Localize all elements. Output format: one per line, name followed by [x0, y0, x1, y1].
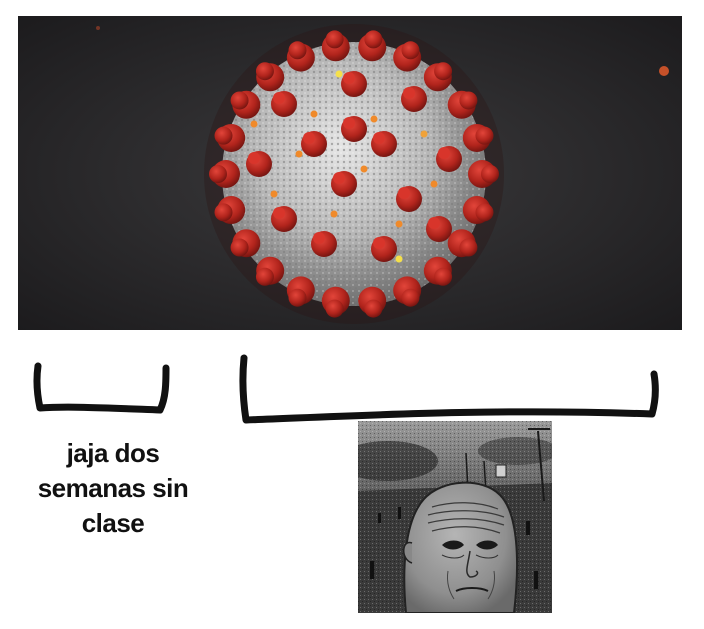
spike-protein	[341, 116, 367, 142]
virus-dot	[335, 70, 343, 78]
spike-protein	[426, 216, 452, 242]
spike-protein	[447, 90, 478, 119]
spike-protein	[331, 171, 357, 197]
spike-protein	[286, 41, 315, 72]
virus-dot	[395, 255, 403, 263]
virus-dot	[250, 120, 258, 128]
spike-protein	[209, 160, 240, 188]
spike-protein	[321, 286, 350, 318]
spike-protein	[401, 86, 427, 112]
spike-protein	[468, 160, 499, 188]
virus-dot	[420, 130, 428, 138]
spike-protein	[423, 256, 453, 286]
spike-protein	[311, 231, 337, 257]
spike-protein	[214, 123, 246, 152]
virus-spikes	[209, 30, 499, 318]
spike-protein	[341, 71, 367, 97]
spike-protein	[423, 62, 453, 92]
virus-dot	[395, 220, 403, 228]
old-wojak-image	[358, 421, 552, 613]
spike-protein	[286, 276, 315, 307]
spike-protein	[396, 186, 422, 212]
spike-protein	[230, 229, 261, 258]
virus-dot	[370, 115, 378, 123]
spike-protein	[447, 229, 478, 258]
virus-dot	[330, 210, 338, 218]
spike-protein	[358, 30, 387, 62]
right-bracket	[239, 354, 659, 424]
spike-protein	[271, 206, 297, 232]
spike-protein	[393, 276, 422, 307]
spike-protein	[230, 90, 261, 119]
virus-orange-dots	[250, 70, 438, 263]
spike-protein	[393, 41, 422, 72]
virus-dot	[295, 150, 303, 158]
caption-text: jaja dos semanas sin clase	[37, 438, 189, 538]
spike-protein	[321, 30, 350, 62]
left-bracket	[33, 362, 170, 414]
virus-dot	[430, 180, 438, 188]
spike-protein	[462, 123, 494, 152]
virus-dot	[270, 190, 278, 198]
spike-protein	[246, 151, 272, 177]
spike-protein	[371, 131, 397, 157]
coronavirus-illustration	[96, 24, 669, 324]
spike-protein	[271, 91, 297, 117]
spike-protein	[436, 146, 462, 172]
virus-dot	[360, 165, 368, 173]
spike-protein	[255, 256, 285, 286]
spike-protein	[301, 131, 327, 157]
spike-protein	[358, 286, 387, 318]
virus-dot	[310, 110, 318, 118]
spike-protein	[214, 196, 246, 225]
spike-protein	[371, 236, 397, 262]
wojak-illustration	[358, 421, 552, 613]
spike-protein	[255, 62, 285, 92]
spike-protein	[462, 196, 494, 225]
coronavirus-image	[18, 16, 682, 330]
